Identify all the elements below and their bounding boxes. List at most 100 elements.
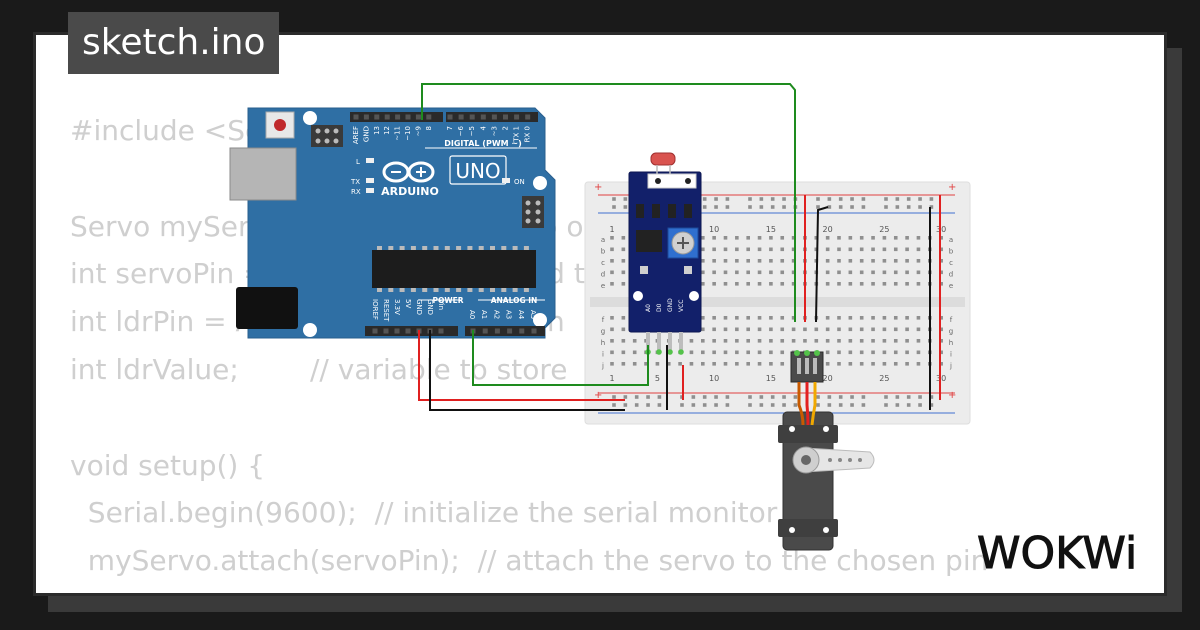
svg-text:+: +	[594, 182, 602, 193]
column-number: 5	[655, 374, 660, 383]
pin-hole[interactable]	[458, 114, 464, 120]
sensor-pin-label: A0	[645, 304, 652, 312]
row-letter: g	[601, 328, 605, 336]
row-letter: h	[601, 339, 605, 347]
pin-label: AREF	[352, 126, 360, 144]
column-number: 1	[609, 374, 614, 383]
row-letter: f	[602, 316, 605, 324]
mount-hole	[303, 111, 317, 125]
pin-hole[interactable]	[374, 114, 380, 120]
pin-hole[interactable]	[491, 114, 497, 120]
pin-hole[interactable]	[405, 114, 411, 120]
wires[interactable]	[418, 83, 941, 411]
pin-hole[interactable]	[405, 328, 411, 334]
pin-hole[interactable]	[482, 328, 488, 334]
pin-label: RESET	[382, 299, 390, 322]
wire-servo-gnd[interactable]	[815, 206, 829, 323]
row-letter: c	[601, 259, 605, 267]
row-letter: d	[949, 271, 953, 279]
pin-hole[interactable]	[525, 114, 531, 120]
pin-hole[interactable]	[372, 328, 378, 334]
wire-ldr-signal[interactable]	[472, 330, 649, 386]
pin-hole[interactable]	[383, 328, 389, 334]
header-power[interactable]	[365, 326, 458, 336]
row-letter: j	[949, 362, 952, 370]
header-analog[interactable]	[465, 326, 545, 336]
comparator-chip	[636, 230, 662, 252]
pin-label: ~9	[414, 126, 422, 136]
pin-hole[interactable]	[514, 114, 520, 120]
pin-label: A0	[468, 310, 476, 319]
pin-hole[interactable]	[469, 114, 475, 120]
sensor-pin[interactable]	[646, 332, 650, 350]
pin-hole[interactable]	[363, 114, 369, 120]
svg-text:+: +	[948, 390, 956, 401]
pin-label: ~11	[394, 126, 402, 141]
pin-hole[interactable]	[415, 114, 421, 120]
row-letter: a	[601, 236, 605, 244]
photoresistor	[650, 152, 676, 166]
column-number: 10	[709, 225, 719, 234]
sensor-pin[interactable]	[679, 332, 683, 350]
icsp-header-right	[522, 196, 544, 228]
led-rx-label: RX	[351, 188, 361, 196]
pin-label: 13	[373, 126, 381, 135]
svg-text:+: +	[948, 182, 956, 193]
pin-label: 8	[425, 126, 433, 130]
breadboard-labels: 115510101515202025253030aabbccddeeffgghh…	[601, 225, 954, 383]
reset-button-cap[interactable]	[274, 119, 286, 131]
wire-5v[interactable]	[418, 330, 625, 401]
column-number: 30	[936, 374, 946, 383]
pin-hole[interactable]	[519, 328, 525, 334]
pin-label: 3.3V	[393, 299, 401, 315]
pin-label: 2	[502, 126, 510, 130]
row-letter: g	[949, 328, 953, 336]
code-line: void setup() {	[70, 448, 266, 482]
led-on	[502, 178, 510, 183]
wire-gnd[interactable]	[429, 330, 625, 411]
top-pin-holes[interactable]	[353, 114, 531, 120]
row-letter: i	[602, 351, 604, 359]
pin-hole[interactable]	[438, 328, 444, 334]
pin-label: RX 0	[524, 126, 532, 142]
pin-label: A1	[480, 310, 488, 319]
row-letter: a	[949, 236, 953, 244]
servo-motor[interactable]	[778, 350, 875, 551]
pin-hole[interactable]	[384, 114, 390, 120]
wire-servo-signal[interactable]	[421, 83, 796, 322]
pin-hole[interactable]	[531, 328, 537, 334]
pin-label: GND	[426, 299, 434, 315]
arduino-brand: ARDUINO	[381, 185, 439, 198]
mount-hole	[303, 323, 317, 337]
code-line: Serial.begin(9600); // initialize the se…	[70, 496, 778, 530]
filename-tab[interactable]: sketch.ino	[68, 12, 280, 74]
pin-hole[interactable]	[353, 114, 359, 120]
pin-label: 4	[479, 125, 487, 130]
sensor-pin[interactable]	[668, 332, 672, 350]
sensor-pin[interactable]	[657, 332, 661, 350]
pin-hole[interactable]	[447, 114, 453, 120]
pin-hole[interactable]	[503, 114, 508, 120]
wokwi-logo-text: WOKWi	[977, 528, 1137, 579]
pin-hole[interactable]	[394, 328, 400, 334]
arduino-logo	[382, 161, 435, 183]
power-jack	[236, 287, 298, 329]
pin-hole[interactable]	[494, 328, 500, 334]
pin-label: ~3	[490, 126, 498, 136]
pin-label: A3	[505, 310, 513, 319]
pin-hole[interactable]	[480, 114, 486, 120]
pin-hole[interactable]	[507, 328, 513, 334]
led-rx	[366, 188, 374, 193]
pin-label: IOREF	[371, 299, 379, 320]
pin-hole[interactable]	[395, 114, 401, 120]
arduino-model: UNO	[455, 159, 500, 183]
pin-label: Vin	[437, 299, 445, 310]
led-on-label: ON	[514, 178, 525, 186]
pin-label: A5	[529, 310, 537, 319]
pin-hole[interactable]	[426, 114, 432, 120]
